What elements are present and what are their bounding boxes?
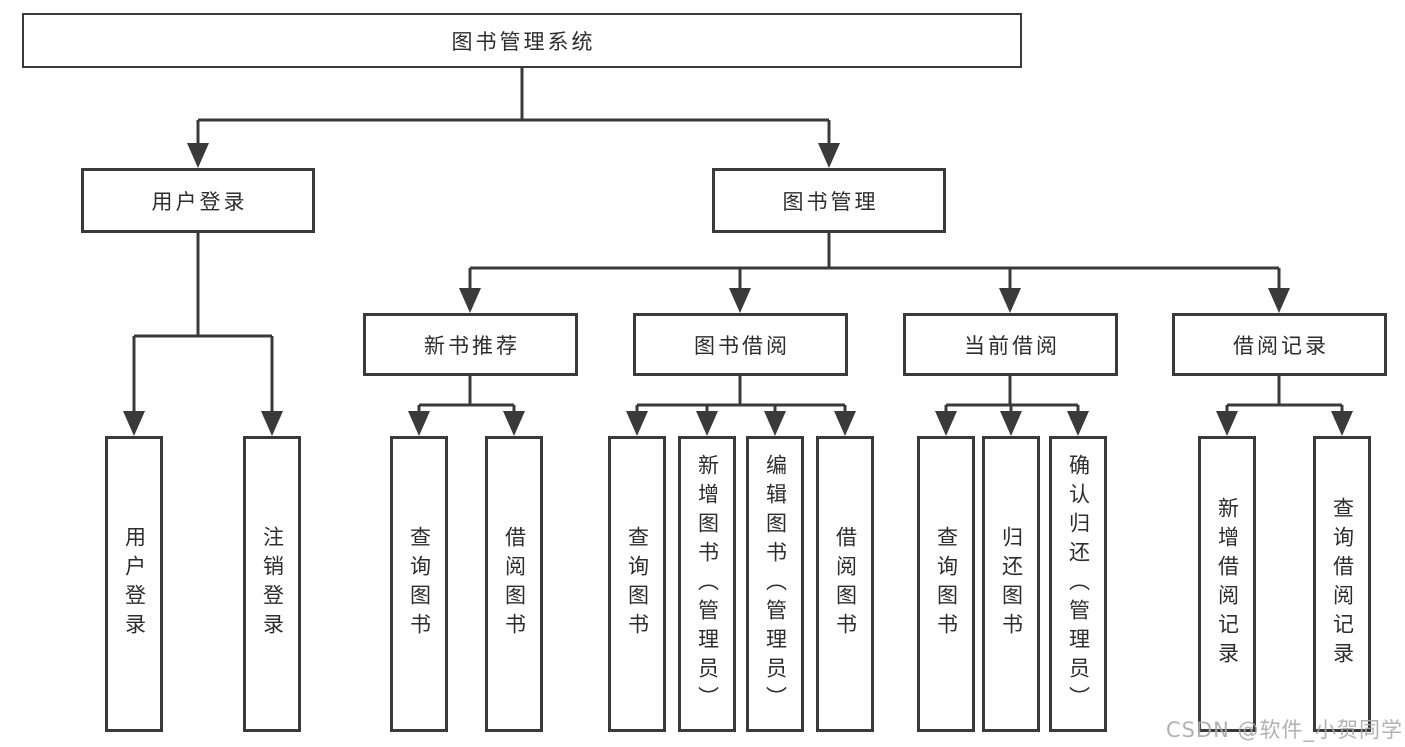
leaf-return-books: 归还图书 xyxy=(982,436,1040,732)
leaf-edit-book-admin: 编辑图书（管理员） xyxy=(746,436,804,732)
node-library-management-system: 图书管理系统 xyxy=(22,13,1022,68)
leaf-confirm-return-admin-label: 确认归还（管理员） xyxy=(1066,453,1091,715)
connector-paths xyxy=(132,68,1344,415)
arrowheads xyxy=(123,143,1353,436)
node-book-management: 图书管理 xyxy=(712,168,946,233)
leaf-query-books-recommend: 查询图书 xyxy=(390,436,448,732)
leaf-query-borrow-record-label: 查询借阅记录 xyxy=(1330,497,1355,671)
leaf-return-books-label: 归还图书 xyxy=(999,526,1024,642)
node-borrowing-records: 借阅记录 xyxy=(1172,313,1387,376)
leaf-query-books-recommend-label: 查询图书 xyxy=(407,526,432,642)
node-new-book-recommendation: 新书推荐 xyxy=(363,313,578,376)
leaf-query-borrow-record: 查询借阅记录 xyxy=(1313,436,1371,732)
leaf-borrow-books-recommend-label: 借阅图书 xyxy=(502,526,527,642)
leaf-add-borrow-record: 新增借阅记录 xyxy=(1198,436,1256,732)
leaf-logout-label: 注销登录 xyxy=(260,526,285,642)
node-current-borrowing: 当前借阅 xyxy=(903,313,1118,376)
leaf-query-books-borrow-label: 查询图书 xyxy=(625,526,650,642)
leaf-user-login: 用户登录 xyxy=(105,436,163,732)
leaf-query-books-current-label: 查询图书 xyxy=(934,526,959,642)
leaf-borrow-books-label: 借阅图书 xyxy=(833,526,858,642)
watermark: CSDN @软件_小贺同学 xyxy=(1166,718,1404,742)
leaf-logout: 注销登录 xyxy=(243,436,301,732)
node-user-login: 用户登录 xyxy=(81,168,315,233)
leaf-confirm-return-admin: 确认归还（管理员） xyxy=(1049,436,1107,732)
leaf-query-books-borrow: 查询图书 xyxy=(608,436,666,732)
node-book-borrowing: 图书借阅 xyxy=(633,313,848,376)
leaf-add-book-admin: 新增图书（管理员） xyxy=(678,436,736,732)
leaf-borrow-books: 借阅图书 xyxy=(816,436,874,732)
leaf-user-login-label: 用户登录 xyxy=(122,526,147,642)
leaf-add-borrow-record-label: 新增借阅记录 xyxy=(1215,497,1240,671)
leaf-query-books-current: 查询图书 xyxy=(917,436,975,732)
leaf-edit-book-admin-label: 编辑图书（管理员） xyxy=(763,453,788,715)
leaf-borrow-books-recommend: 借阅图书 xyxy=(485,436,543,732)
leaf-add-book-admin-label: 新增图书（管理员） xyxy=(695,453,720,715)
